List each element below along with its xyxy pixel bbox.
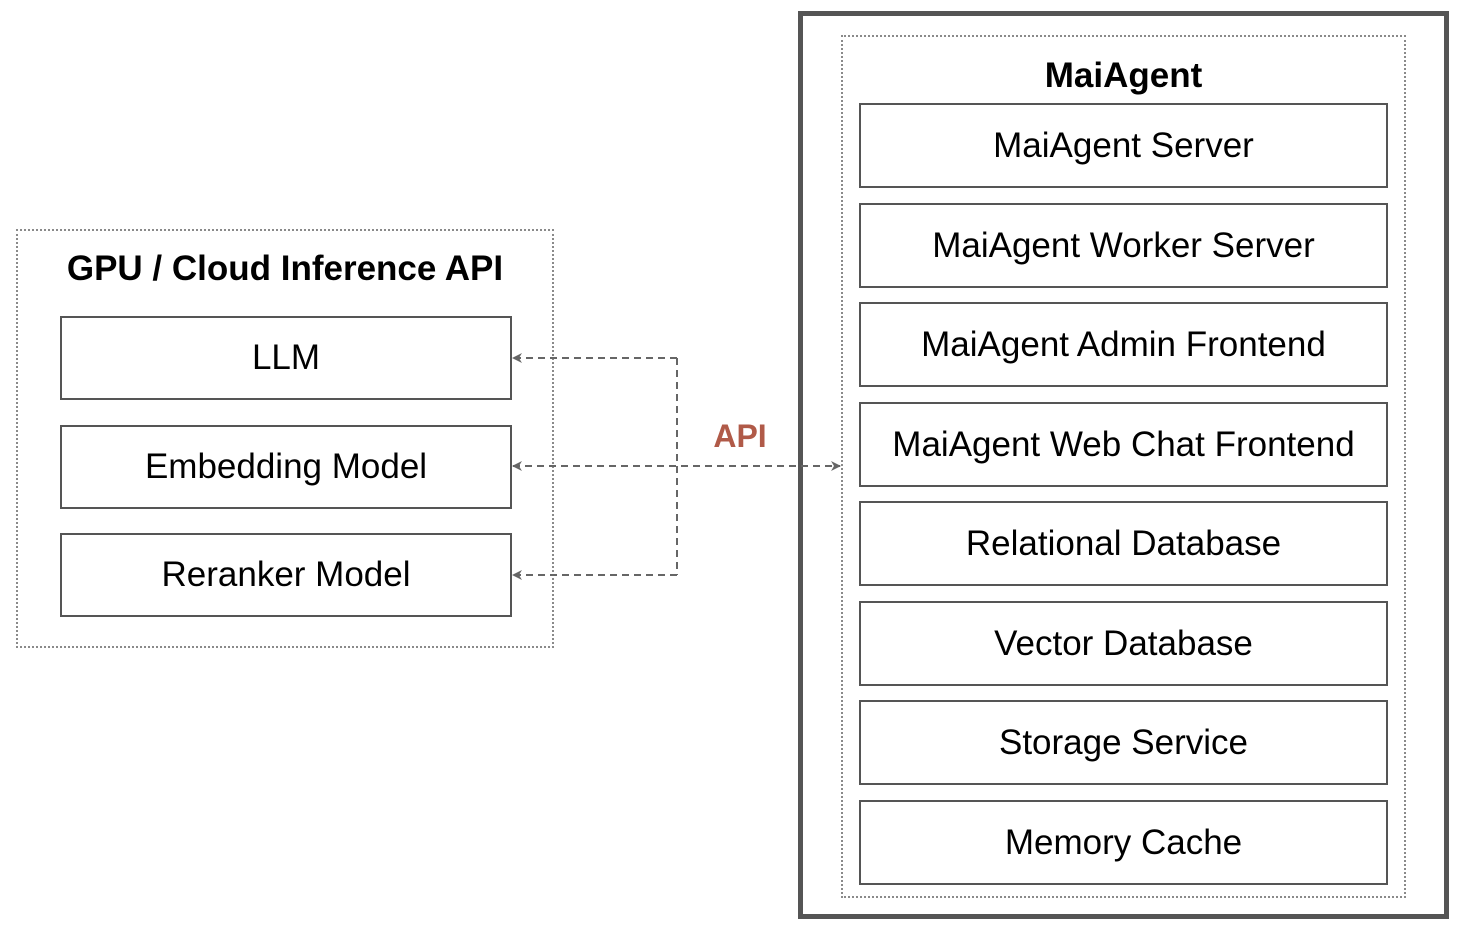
inference-api-title: GPU / Cloud Inference API (66, 249, 504, 288)
maiagent-worker-server-box: MaiAgent Worker Server (859, 203, 1388, 288)
embedding-model-box: Embedding Model (60, 425, 512, 509)
embedding-model-label: Embedding Model (144, 447, 428, 486)
reranker-model-label: Reranker Model (161, 555, 411, 594)
storage-service-label: Storage Service (998, 722, 1249, 762)
api-label: API (713, 418, 767, 454)
maiagent-server-label: MaiAgent Server (993, 125, 1254, 165)
maiagent-worker-server-label: MaiAgent Worker Server (932, 225, 1315, 265)
vector-database-label: Vector Database (994, 623, 1253, 663)
maiagent-server-box: MaiAgent Server (859, 103, 1388, 188)
relational-database-label: Relational Database (965, 523, 1282, 563)
maiagent-admin-frontend-box: MaiAgent Admin Frontend (859, 302, 1388, 387)
memory-cache-box: Memory Cache (859, 800, 1388, 885)
llm-box: LLM (60, 316, 512, 400)
vector-database-box: Vector Database (859, 601, 1388, 686)
relational-database-box: Relational Database (859, 501, 1388, 586)
memory-cache-label: Memory Cache (1004, 822, 1243, 862)
maiagent-admin-frontend-label: MaiAgent Admin Frontend (921, 324, 1326, 364)
maiagent-title: MaiAgent (1044, 56, 1203, 95)
maiagent-web-chat-frontend-label: MaiAgent Web Chat Frontend (892, 424, 1355, 464)
reranker-model-box: Reranker Model (60, 533, 512, 617)
maiagent-group (841, 35, 1406, 898)
storage-service-box: Storage Service (859, 700, 1388, 785)
inference-api-group (16, 229, 554, 648)
llm-label: LLM (251, 338, 321, 377)
maiagent-web-chat-frontend-box: MaiAgent Web Chat Frontend (859, 402, 1388, 487)
